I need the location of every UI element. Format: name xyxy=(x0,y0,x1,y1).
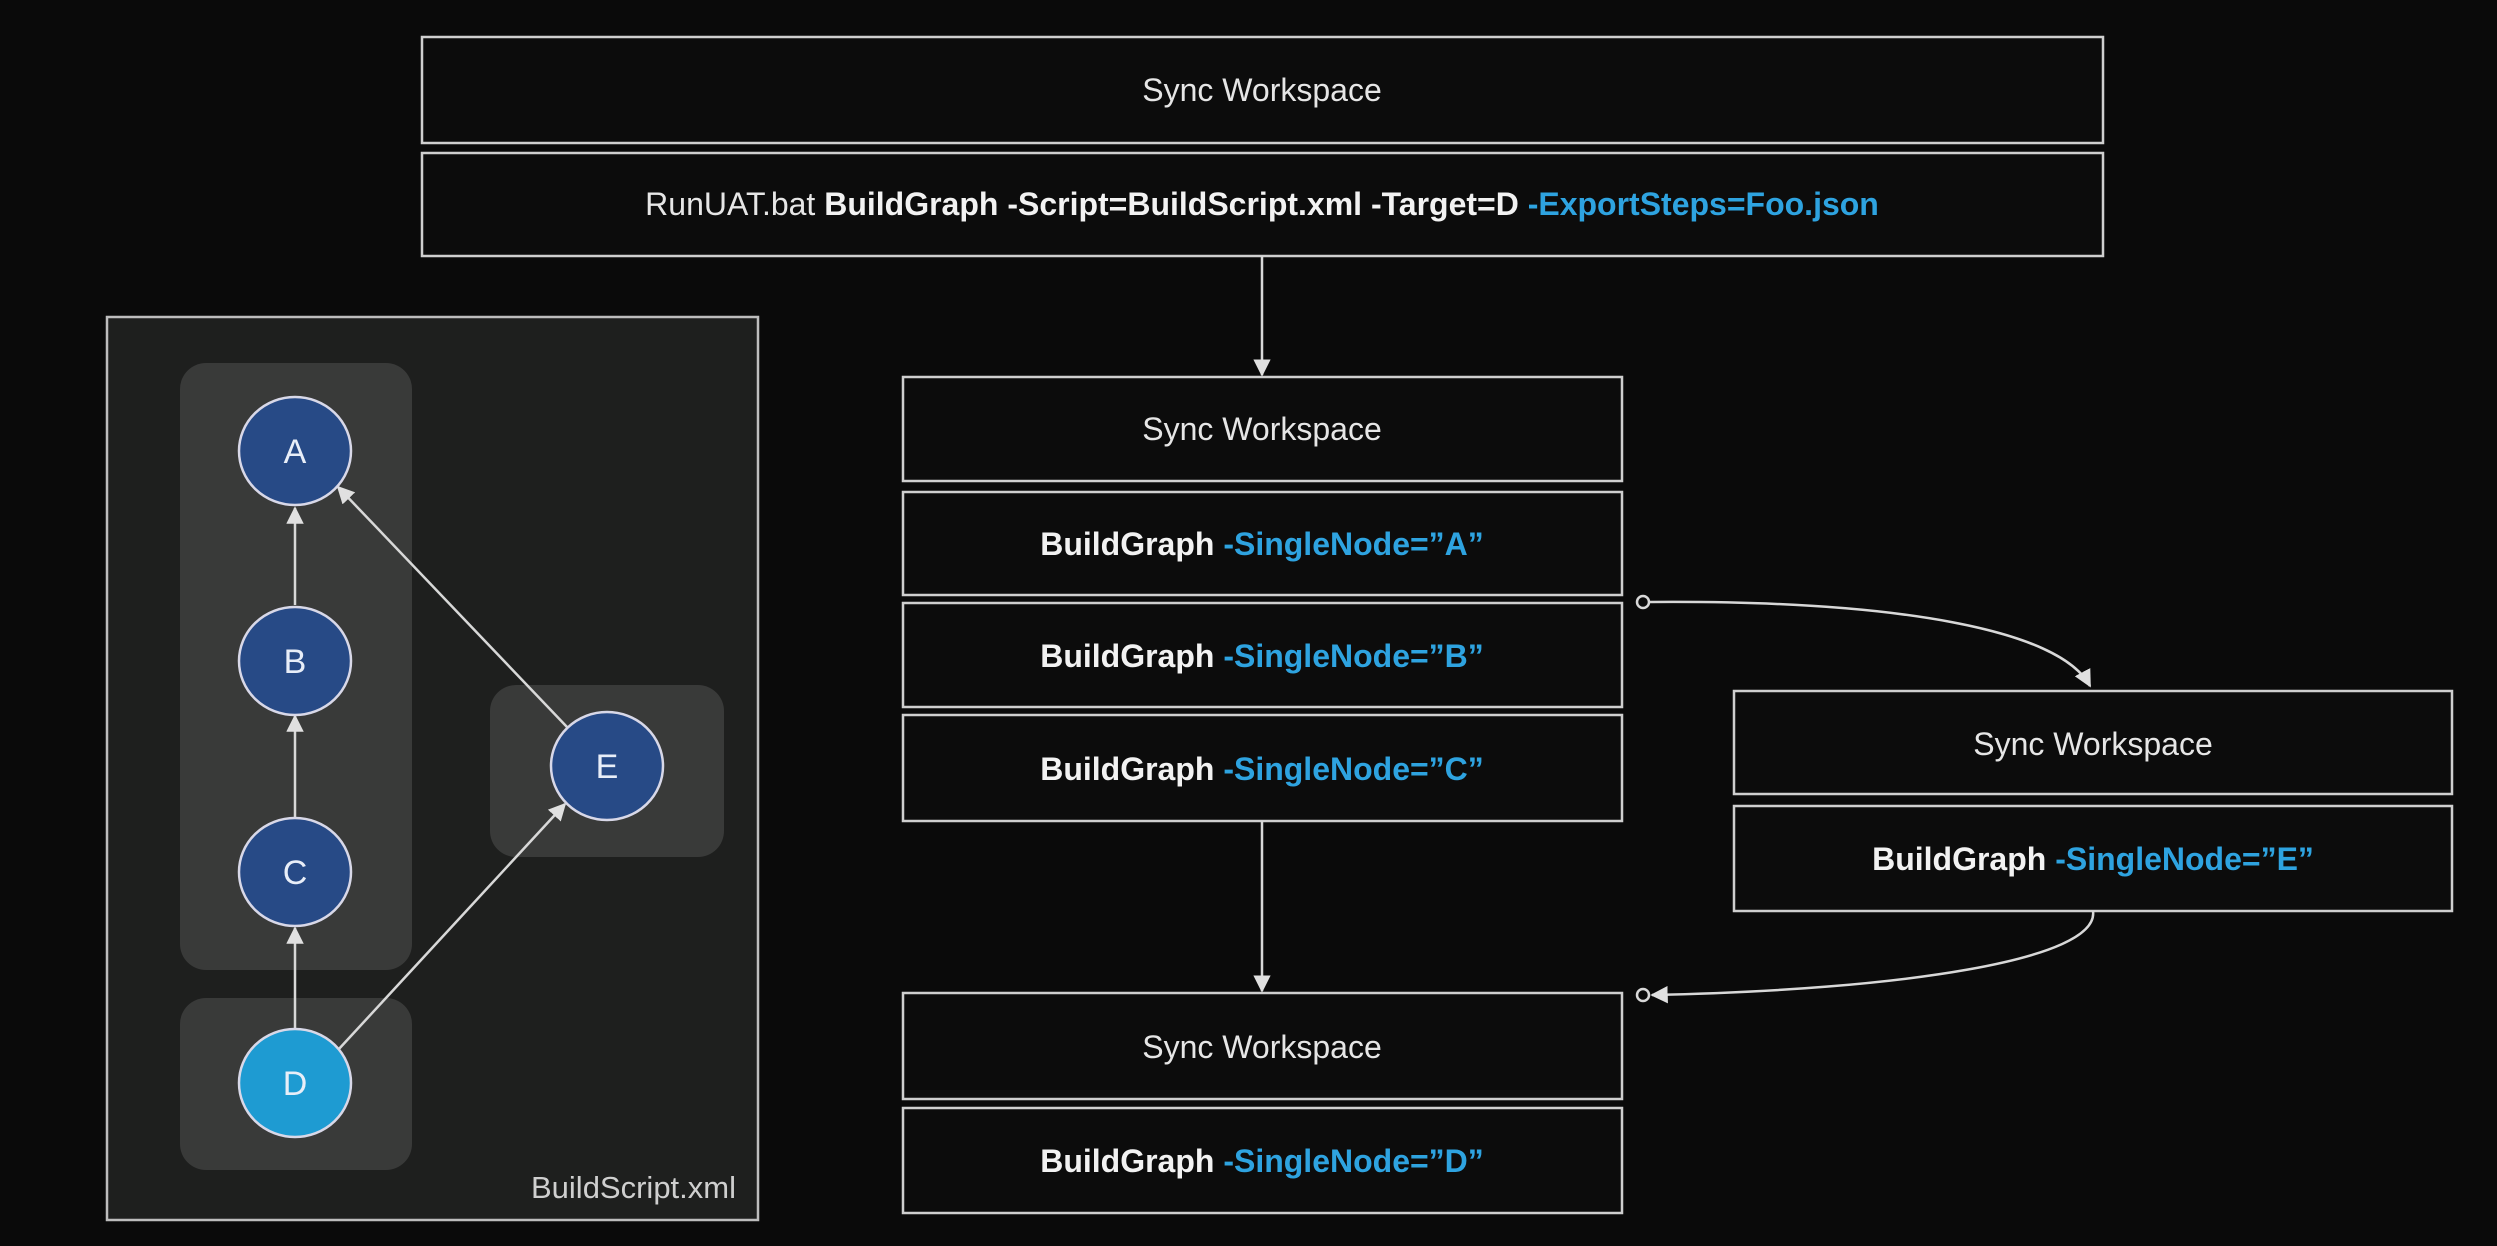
node-label: D xyxy=(283,1065,308,1103)
edge-e-a xyxy=(336,485,568,728)
curve-agent1-to-agent2 xyxy=(1648,600,2092,688)
connector-end-dot xyxy=(1635,987,1651,1003)
agent3-sync-box: Sync Workspace xyxy=(901,991,1624,1101)
node-c: C xyxy=(237,816,353,928)
node-a: A xyxy=(237,395,353,507)
command-prefix: RunUAT.bat xyxy=(645,186,824,222)
agent1-step-a: BuildGraph -SingleNode=”A” xyxy=(901,490,1624,597)
node-e: E xyxy=(549,710,665,822)
step-arg: -SingleNode=”B” xyxy=(1223,638,1483,674)
command-bold: BuildGraph -Script=BuildScript.xml -Targ… xyxy=(824,186,1528,222)
svg-text:BuildGraph -SingleNode=”D”: BuildGraph -SingleNode=”D” xyxy=(1040,1143,1484,1179)
agent3-step-d: BuildGraph -SingleNode=”D” xyxy=(901,1106,1624,1215)
node-label: A xyxy=(284,433,307,471)
sync-workspace-label: Sync Workspace xyxy=(1142,1029,1382,1065)
step-arg: -SingleNode=”E” xyxy=(2055,841,2314,877)
command-export-steps: -ExportSteps=Foo.json xyxy=(1528,186,1879,222)
node-d-target: D xyxy=(237,1027,353,1139)
node-label: E xyxy=(596,748,619,786)
step-arg: -SingleNode=”C” xyxy=(1223,751,1483,787)
node-b: B xyxy=(237,605,353,717)
agent2-sync-box: Sync Workspace xyxy=(1732,689,2454,796)
top-sync-box: Sync Workspace xyxy=(420,35,2105,145)
step-command: BuildGraph xyxy=(1040,1143,1214,1179)
step-command: BuildGraph xyxy=(1872,841,2046,877)
buildscript-panel: A B C D E BuildScript.xml xyxy=(105,315,760,1222)
node-label: B xyxy=(284,643,307,681)
sync-workspace-label: Sync Workspace xyxy=(1973,726,2213,762)
agent1-step-c: BuildGraph -SingleNode=”C” xyxy=(901,713,1624,823)
step-command: BuildGraph xyxy=(1040,638,1214,674)
curve-agent2-to-agent3 xyxy=(1650,910,2095,1004)
connector-start-dot xyxy=(1635,594,1651,610)
runuat-command: RunUAT.bat BuildGraph -Script=BuildScrip… xyxy=(645,186,1879,222)
step-arg: -SingleNode=”D” xyxy=(1223,1143,1483,1179)
svg-text:BuildGraph -SingleNode=”C”: BuildGraph -SingleNode=”C” xyxy=(1040,751,1484,787)
node-label: C xyxy=(283,854,308,892)
step-command: BuildGraph xyxy=(1040,751,1214,787)
agent2-step-e: BuildGraph -SingleNode=”E” xyxy=(1732,804,2454,913)
svg-text:BuildGraph -SingleNode=”A”: BuildGraph -SingleNode=”A” xyxy=(1040,526,1484,562)
svg-text:BuildGraph -SingleNode=”E”: BuildGraph -SingleNode=”E” xyxy=(1872,841,2314,877)
sync-workspace-label: Sync Workspace xyxy=(1142,411,1382,447)
step-arg: -SingleNode=”A” xyxy=(1223,526,1483,562)
edge-d-e xyxy=(337,802,567,1051)
sync-workspace-label: Sync Workspace xyxy=(1142,72,1382,108)
buildscript-file-label: BuildScript.xml xyxy=(531,1170,736,1205)
runuat-command-box: RunUAT.bat BuildGraph -Script=BuildScrip… xyxy=(420,151,2105,258)
agent1-step-b: BuildGraph -SingleNode=”B” xyxy=(901,601,1624,709)
step-command: BuildGraph xyxy=(1040,526,1214,562)
svg-text:BuildGraph -SingleNode=”B”: BuildGraph -SingleNode=”B” xyxy=(1040,638,1484,674)
agent1-sync-box: Sync Workspace xyxy=(901,375,1624,483)
